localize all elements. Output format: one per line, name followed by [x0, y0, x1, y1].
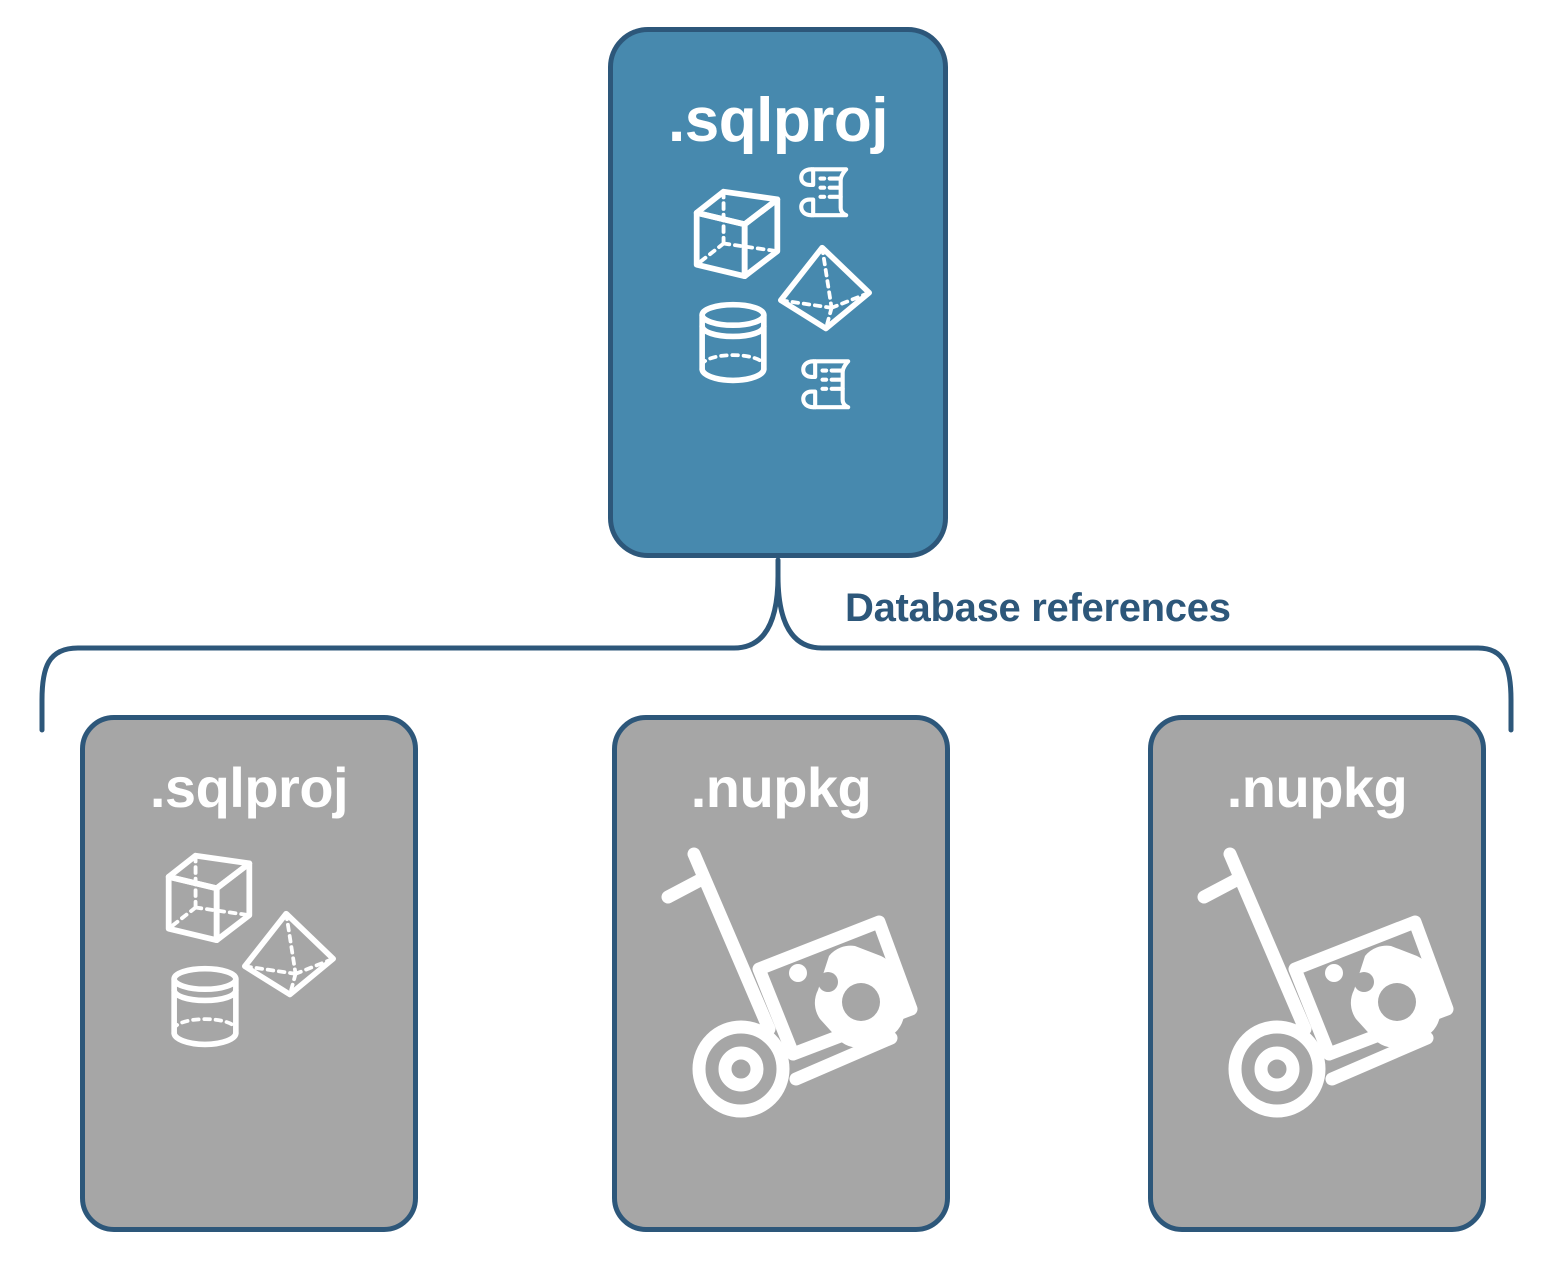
node-sqlproj-root[interactable]: .sqlproj [608, 27, 948, 558]
pyramid-wireframe-icon [773, 242, 877, 341]
node-title: .nupkg [1226, 756, 1408, 819]
child3-icon-area [1153, 816, 1481, 1227]
brace-left-arm [39, 573, 781, 733]
root-icon-area [613, 152, 943, 553]
child1-icon-area [85, 816, 413, 1227]
scroll-script-icon [795, 354, 861, 425]
hand-truck-package-icon [641, 834, 931, 1129]
node-sqlproj-reference[interactable]: .sqlproj [80, 715, 418, 1232]
cube-wireframe-icon [689, 184, 785, 285]
node-title: .sqlproj [149, 756, 349, 819]
node-title: .sqlproj [668, 86, 888, 155]
cylinder-wireframe-icon [167, 964, 243, 1055]
scroll-script-icon [793, 162, 859, 233]
node-nupkg-reference-2[interactable]: .nupkg [1148, 715, 1486, 1232]
cube-wireframe-icon [161, 848, 257, 949]
cylinder-wireframe-icon [695, 300, 771, 391]
node-title: .nupkg [690, 756, 872, 819]
connector-label: Database references [845, 586, 1231, 630]
brace-right-arm [775, 573, 1514, 733]
node-nupkg-reference-1[interactable]: .nupkg [612, 715, 950, 1232]
hand-truck-package-icon [1177, 834, 1467, 1129]
pyramid-wireframe-icon [237, 908, 341, 1007]
child2-icon-area [617, 816, 945, 1227]
